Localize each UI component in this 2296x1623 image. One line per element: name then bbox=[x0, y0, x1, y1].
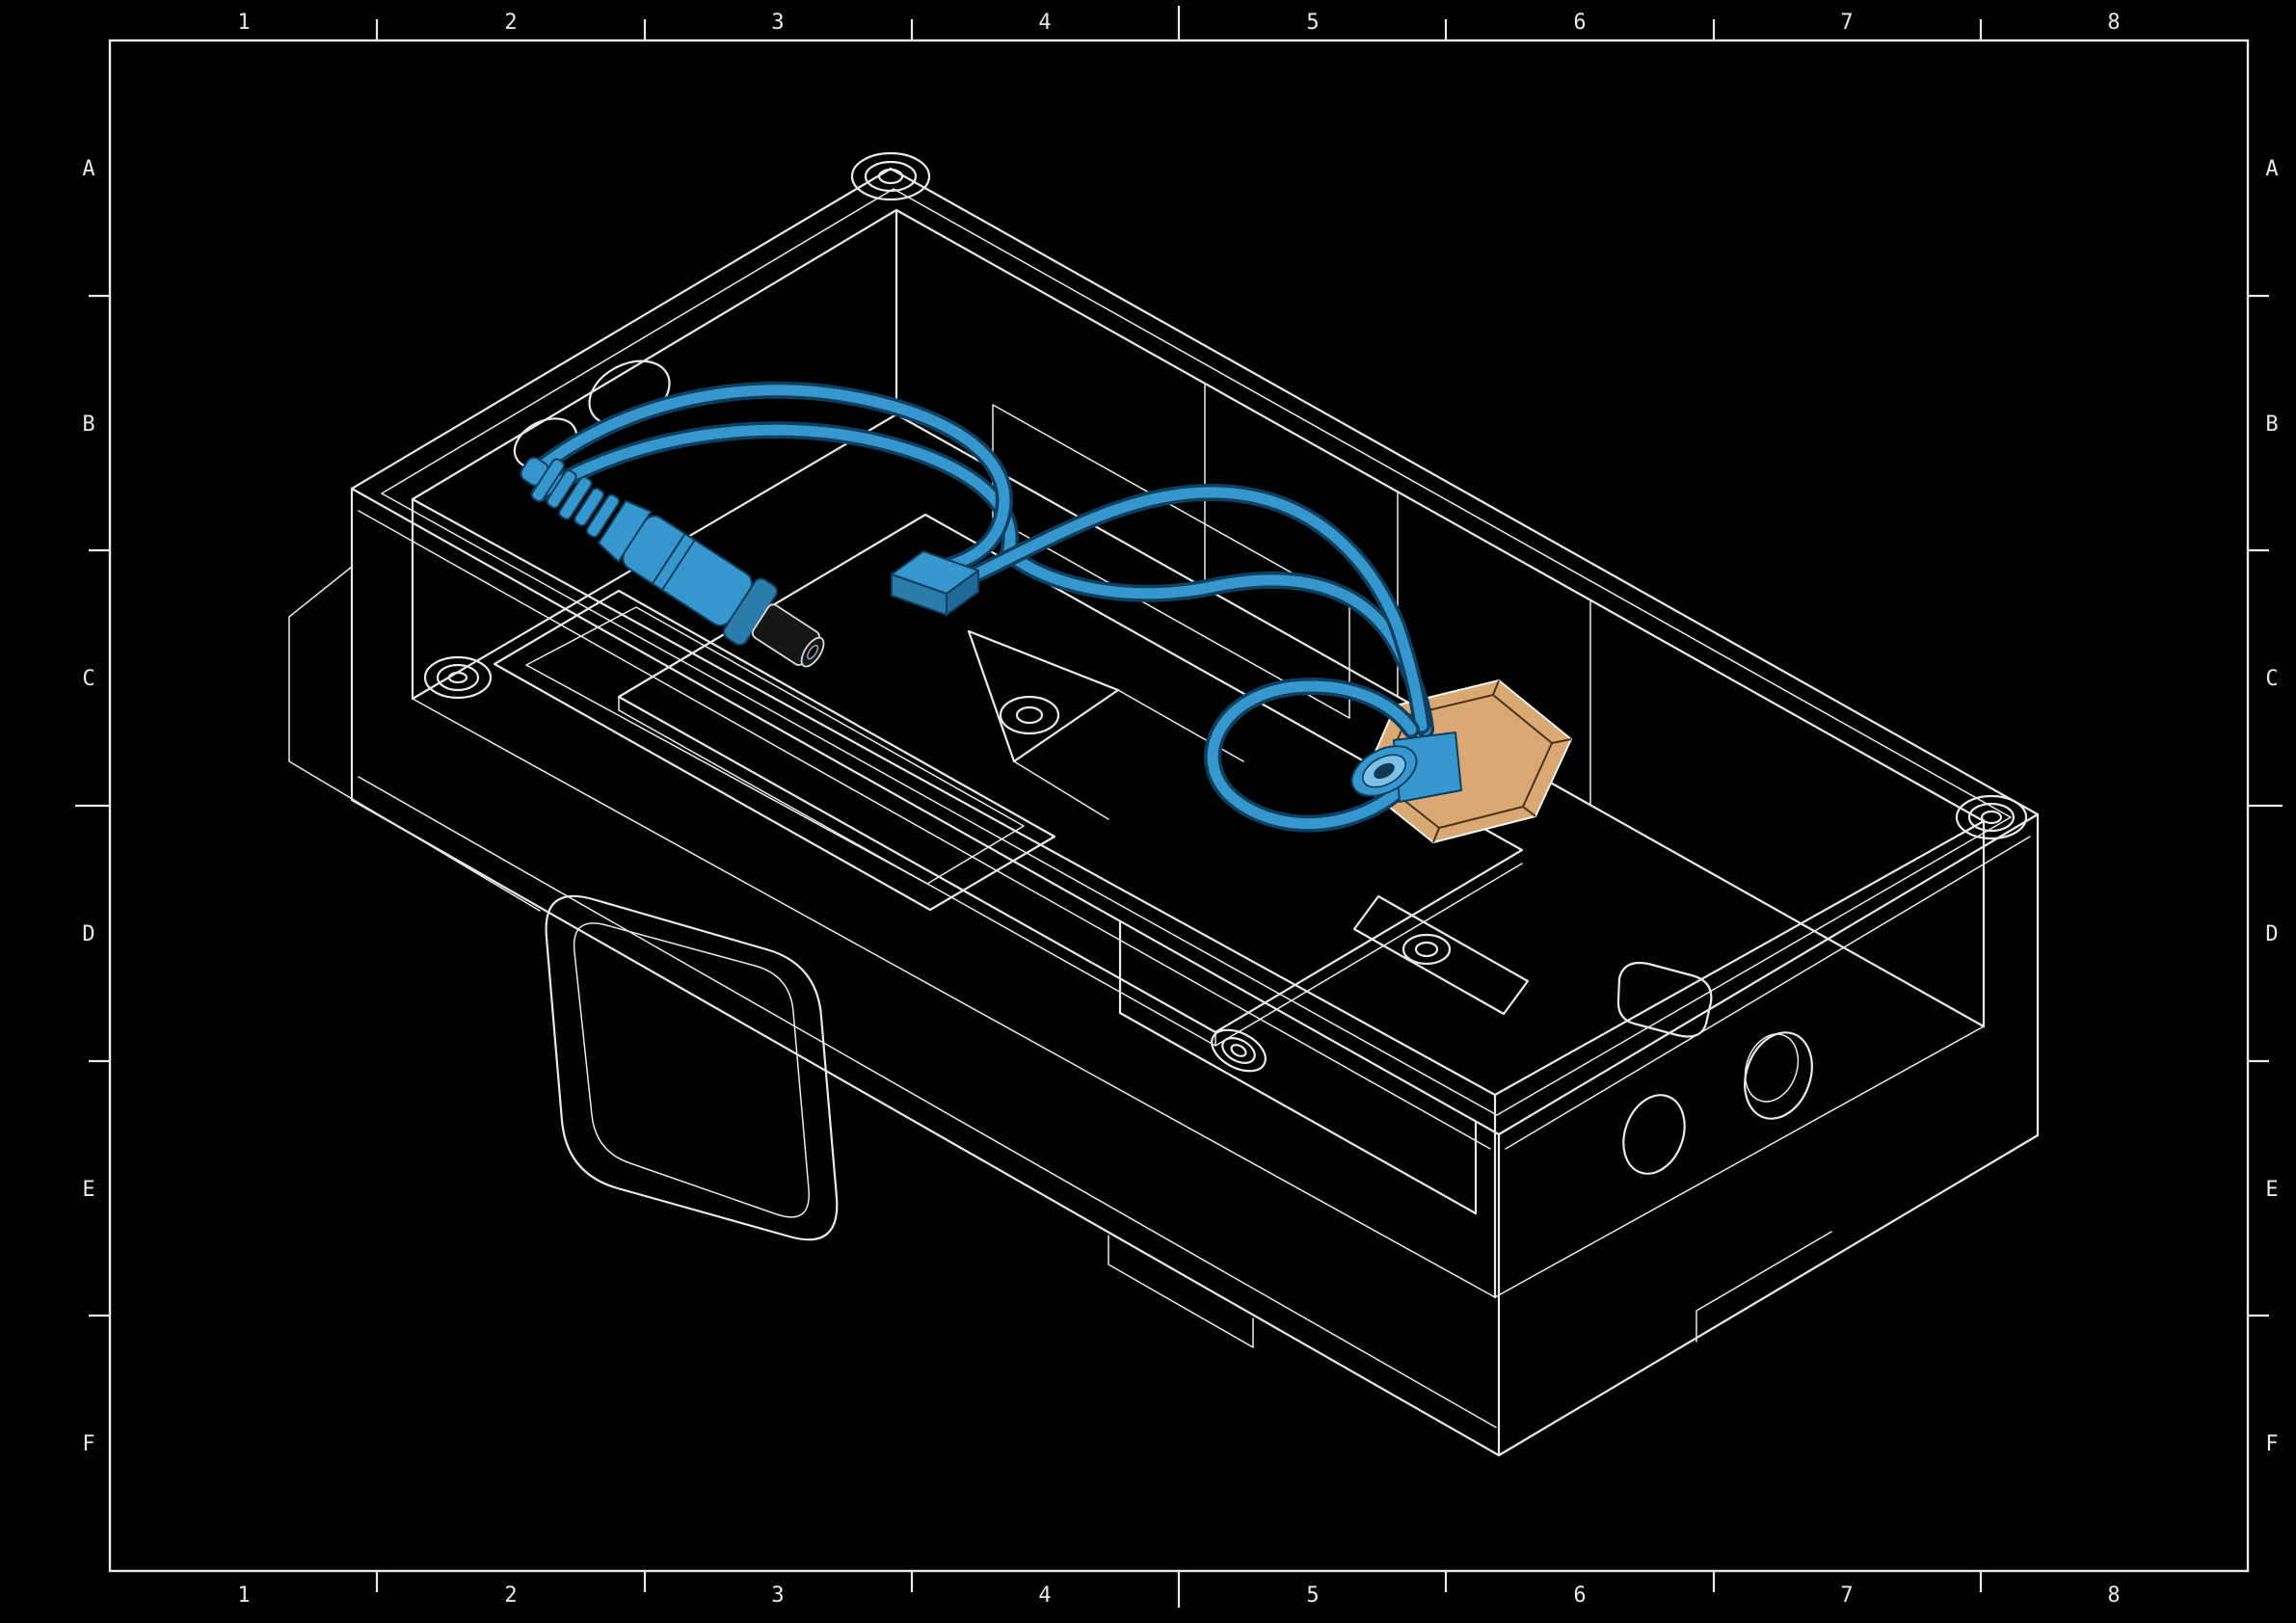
zone-label-right-e: E bbox=[2265, 1178, 2278, 1202]
enclosure-line-art bbox=[288, 151, 2040, 1457]
drawing-frame bbox=[108, 39, 2250, 1573]
standoff-bracket bbox=[967, 629, 1244, 820]
zone-border: 1 2 3 4 5 6 7 8 1 2 3 4 5 6 7 8 A B C D … bbox=[75, 6, 2283, 1608]
zone-label-bottom-3: 3 bbox=[771, 1583, 784, 1608]
zone-label-left-b: B bbox=[82, 412, 94, 437]
cable-assembly bbox=[520, 381, 1572, 843]
cable-junction-block bbox=[891, 550, 979, 617]
cavity-interior bbox=[411, 208, 1986, 1299]
gland-ferrule bbox=[1350, 732, 1462, 803]
zone-label-bottom-7: 7 bbox=[1840, 1583, 1853, 1608]
front-screw-boss bbox=[1211, 1028, 1267, 1073]
zone-labels: 1 2 3 4 5 6 7 8 1 2 3 4 5 6 7 8 A B C D … bbox=[82, 11, 2278, 1608]
cable-connector bbox=[520, 456, 825, 668]
enclosure-outer-walls bbox=[288, 487, 2040, 1457]
zone-label-top-7: 7 bbox=[1840, 11, 1853, 35]
zone-label-right-f: F bbox=[2265, 1432, 2278, 1456]
zone-label-left-a: A bbox=[82, 157, 94, 181]
screw-boss-back bbox=[850, 151, 931, 201]
cable-wires bbox=[523, 381, 1434, 833]
zone-label-right-a: A bbox=[2265, 157, 2278, 181]
floor-tab-boss bbox=[1352, 894, 1530, 1016]
zone-label-left-e: E bbox=[82, 1178, 94, 1202]
zone-label-bottom-8: 8 bbox=[2107, 1583, 2120, 1608]
screw-boss-left bbox=[423, 655, 493, 700]
enclosure-rim bbox=[350, 167, 2040, 1136]
zone-label-bottom-6: 6 bbox=[1573, 1583, 1586, 1608]
zone-label-top-3: 3 bbox=[771, 11, 784, 35]
front-panel bbox=[545, 894, 839, 1241]
zone-label-bottom-5: 5 bbox=[1306, 1583, 1319, 1608]
zone-label-top-6: 6 bbox=[1573, 11, 1586, 35]
screw-boss-right bbox=[1955, 794, 2028, 840]
zone-label-top-8: 8 bbox=[2107, 11, 2120, 35]
wall-holes-right bbox=[1622, 1031, 1813, 1175]
floor-block bbox=[1616, 961, 1713, 1038]
zone-label-left-f: F bbox=[82, 1432, 94, 1456]
zone-label-right-c: C bbox=[2265, 667, 2278, 691]
zone-label-top-4: 4 bbox=[1038, 11, 1051, 35]
zone-label-top-5: 5 bbox=[1306, 11, 1319, 35]
zone-label-bottom-1: 1 bbox=[237, 1583, 250, 1608]
zone-label-right-d: D bbox=[2265, 922, 2278, 946]
zone-label-left-c: C bbox=[82, 667, 94, 691]
floor-frame bbox=[493, 589, 1056, 912]
front-step-ledge bbox=[1118, 919, 1478, 1215]
zone-label-left-d: D bbox=[82, 922, 94, 946]
zone-label-top-2: 2 bbox=[504, 11, 517, 35]
zone-label-top-1: 1 bbox=[237, 11, 250, 35]
zone-label-right-b: B bbox=[2265, 412, 2278, 437]
zone-ticks bbox=[75, 6, 2283, 1608]
zone-label-bottom-4: 4 bbox=[1038, 1583, 1051, 1608]
mounting-plate bbox=[617, 513, 1524, 1047]
zone-label-bottom-2: 2 bbox=[504, 1583, 517, 1608]
